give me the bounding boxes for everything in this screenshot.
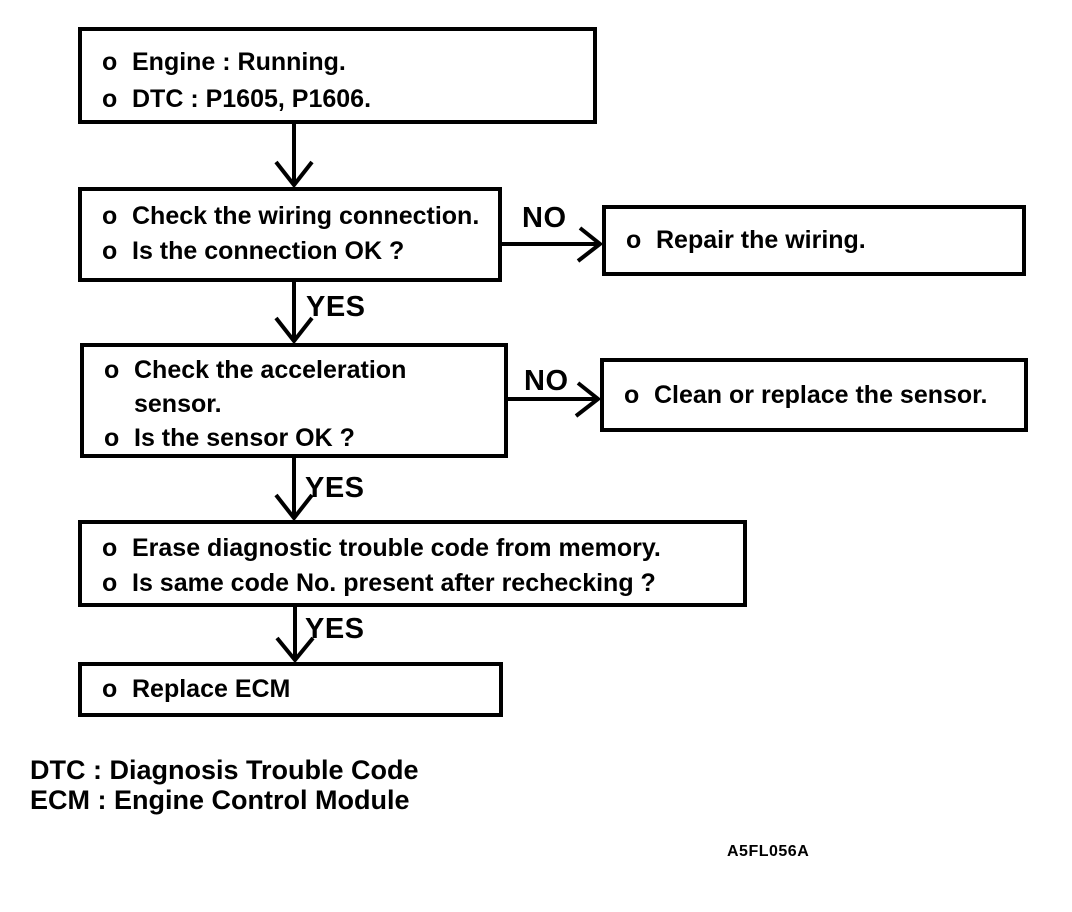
flow-box-check-wiring: o Check the wiring connection. o Is the … xyxy=(78,187,502,282)
box-line-text: Clean or replace the sensor. xyxy=(654,380,988,409)
box-line-text: Repair the wiring. xyxy=(656,226,866,254)
box-line-text: Is same code No. present after recheckin… xyxy=(132,569,656,597)
box-line: sensor. xyxy=(104,387,498,421)
box-line-text: Check the wiring connection. xyxy=(132,202,480,230)
bullet-marker: o xyxy=(624,380,640,409)
yes-label: YES xyxy=(305,472,365,504)
box-line: o Engine : Running. xyxy=(102,44,587,81)
box-line-text: Erase diagnostic trouble code from memor… xyxy=(132,534,661,562)
figure-code: A5FL056A xyxy=(727,843,810,860)
box-line: o Clean or replace the sensor. xyxy=(624,381,1018,410)
box-line: o DTC : P1605, P1606. xyxy=(102,81,587,118)
bullet-marker: o xyxy=(104,424,120,452)
bullet-marker: o xyxy=(102,569,118,597)
box-line: o Check the wiring connection. xyxy=(102,199,492,234)
no-label: NO xyxy=(524,365,569,397)
footnote-dtc: DTC : Diagnosis Trouble Code xyxy=(30,755,419,785)
flow-box-erase-dtc: o Erase diagnostic trouble code from mem… xyxy=(78,520,747,607)
arrow-right-icon-1 xyxy=(500,214,604,274)
bullet-marker: o xyxy=(104,356,120,384)
arrow-down-icon-1 xyxy=(266,124,322,188)
box-line-text: Engine : Running. xyxy=(132,48,346,76)
arrow-down-icon-4 xyxy=(267,607,323,663)
bullet-marker: o xyxy=(102,534,118,562)
box-line-text: Is the sensor OK ? xyxy=(134,424,355,452)
box-line: o Check the acceleration xyxy=(104,353,498,387)
bullet-marker: o xyxy=(102,237,118,265)
no-label: NO xyxy=(522,202,567,234)
box-line: o Erase diagnostic trouble code from mem… xyxy=(102,531,737,566)
flow-box-replace-ecm: o Replace ECM xyxy=(78,662,503,717)
bullet-marker: o xyxy=(626,226,642,254)
box-line: o Repair the wiring. xyxy=(626,226,1016,255)
box-line: o Replace ECM xyxy=(102,675,493,704)
box-line-text: Replace ECM xyxy=(132,675,291,703)
box-line-text: Is the connection OK ? xyxy=(132,237,405,265)
box-line: o Is same code No. present after recheck… xyxy=(102,566,737,601)
bullet-marker: o xyxy=(102,85,118,113)
abbreviation-legend: DTC : Diagnosis Trouble Code ECM : Engin… xyxy=(30,755,419,815)
bullet-marker: o xyxy=(102,202,118,230)
arrow-down-icon-2 xyxy=(266,282,322,344)
flow-box-repair-wiring: o Repair the wiring. xyxy=(602,205,1026,276)
box-line: o Is the sensor OK ? xyxy=(104,421,498,455)
box-line-text: Check the acceleration xyxy=(134,356,407,384)
yes-label: YES xyxy=(305,613,365,645)
flow-box-clean-or-replace-sensor: o Clean or replace the sensor. xyxy=(600,358,1028,432)
box-line-text: sensor. xyxy=(134,390,222,418)
footnote-ecm: ECM : Engine Control Module xyxy=(30,785,410,815)
yes-label: YES xyxy=(306,291,366,323)
flow-box-check-acceleration-sensor: o Check the acceleration sensor. o Is th… xyxy=(80,343,508,458)
arrow-down-icon-3 xyxy=(266,458,322,521)
box-line: o Is the connection OK ? xyxy=(102,234,492,269)
box-line-text: DTC : P1605, P1606. xyxy=(132,85,372,113)
bullet-marker: o xyxy=(102,48,118,76)
bullet-marker: o xyxy=(102,675,118,703)
flow-box-start: o Engine : Running. o DTC : P1605, P1606… xyxy=(78,27,597,124)
arrow-right-icon-2 xyxy=(506,369,602,429)
